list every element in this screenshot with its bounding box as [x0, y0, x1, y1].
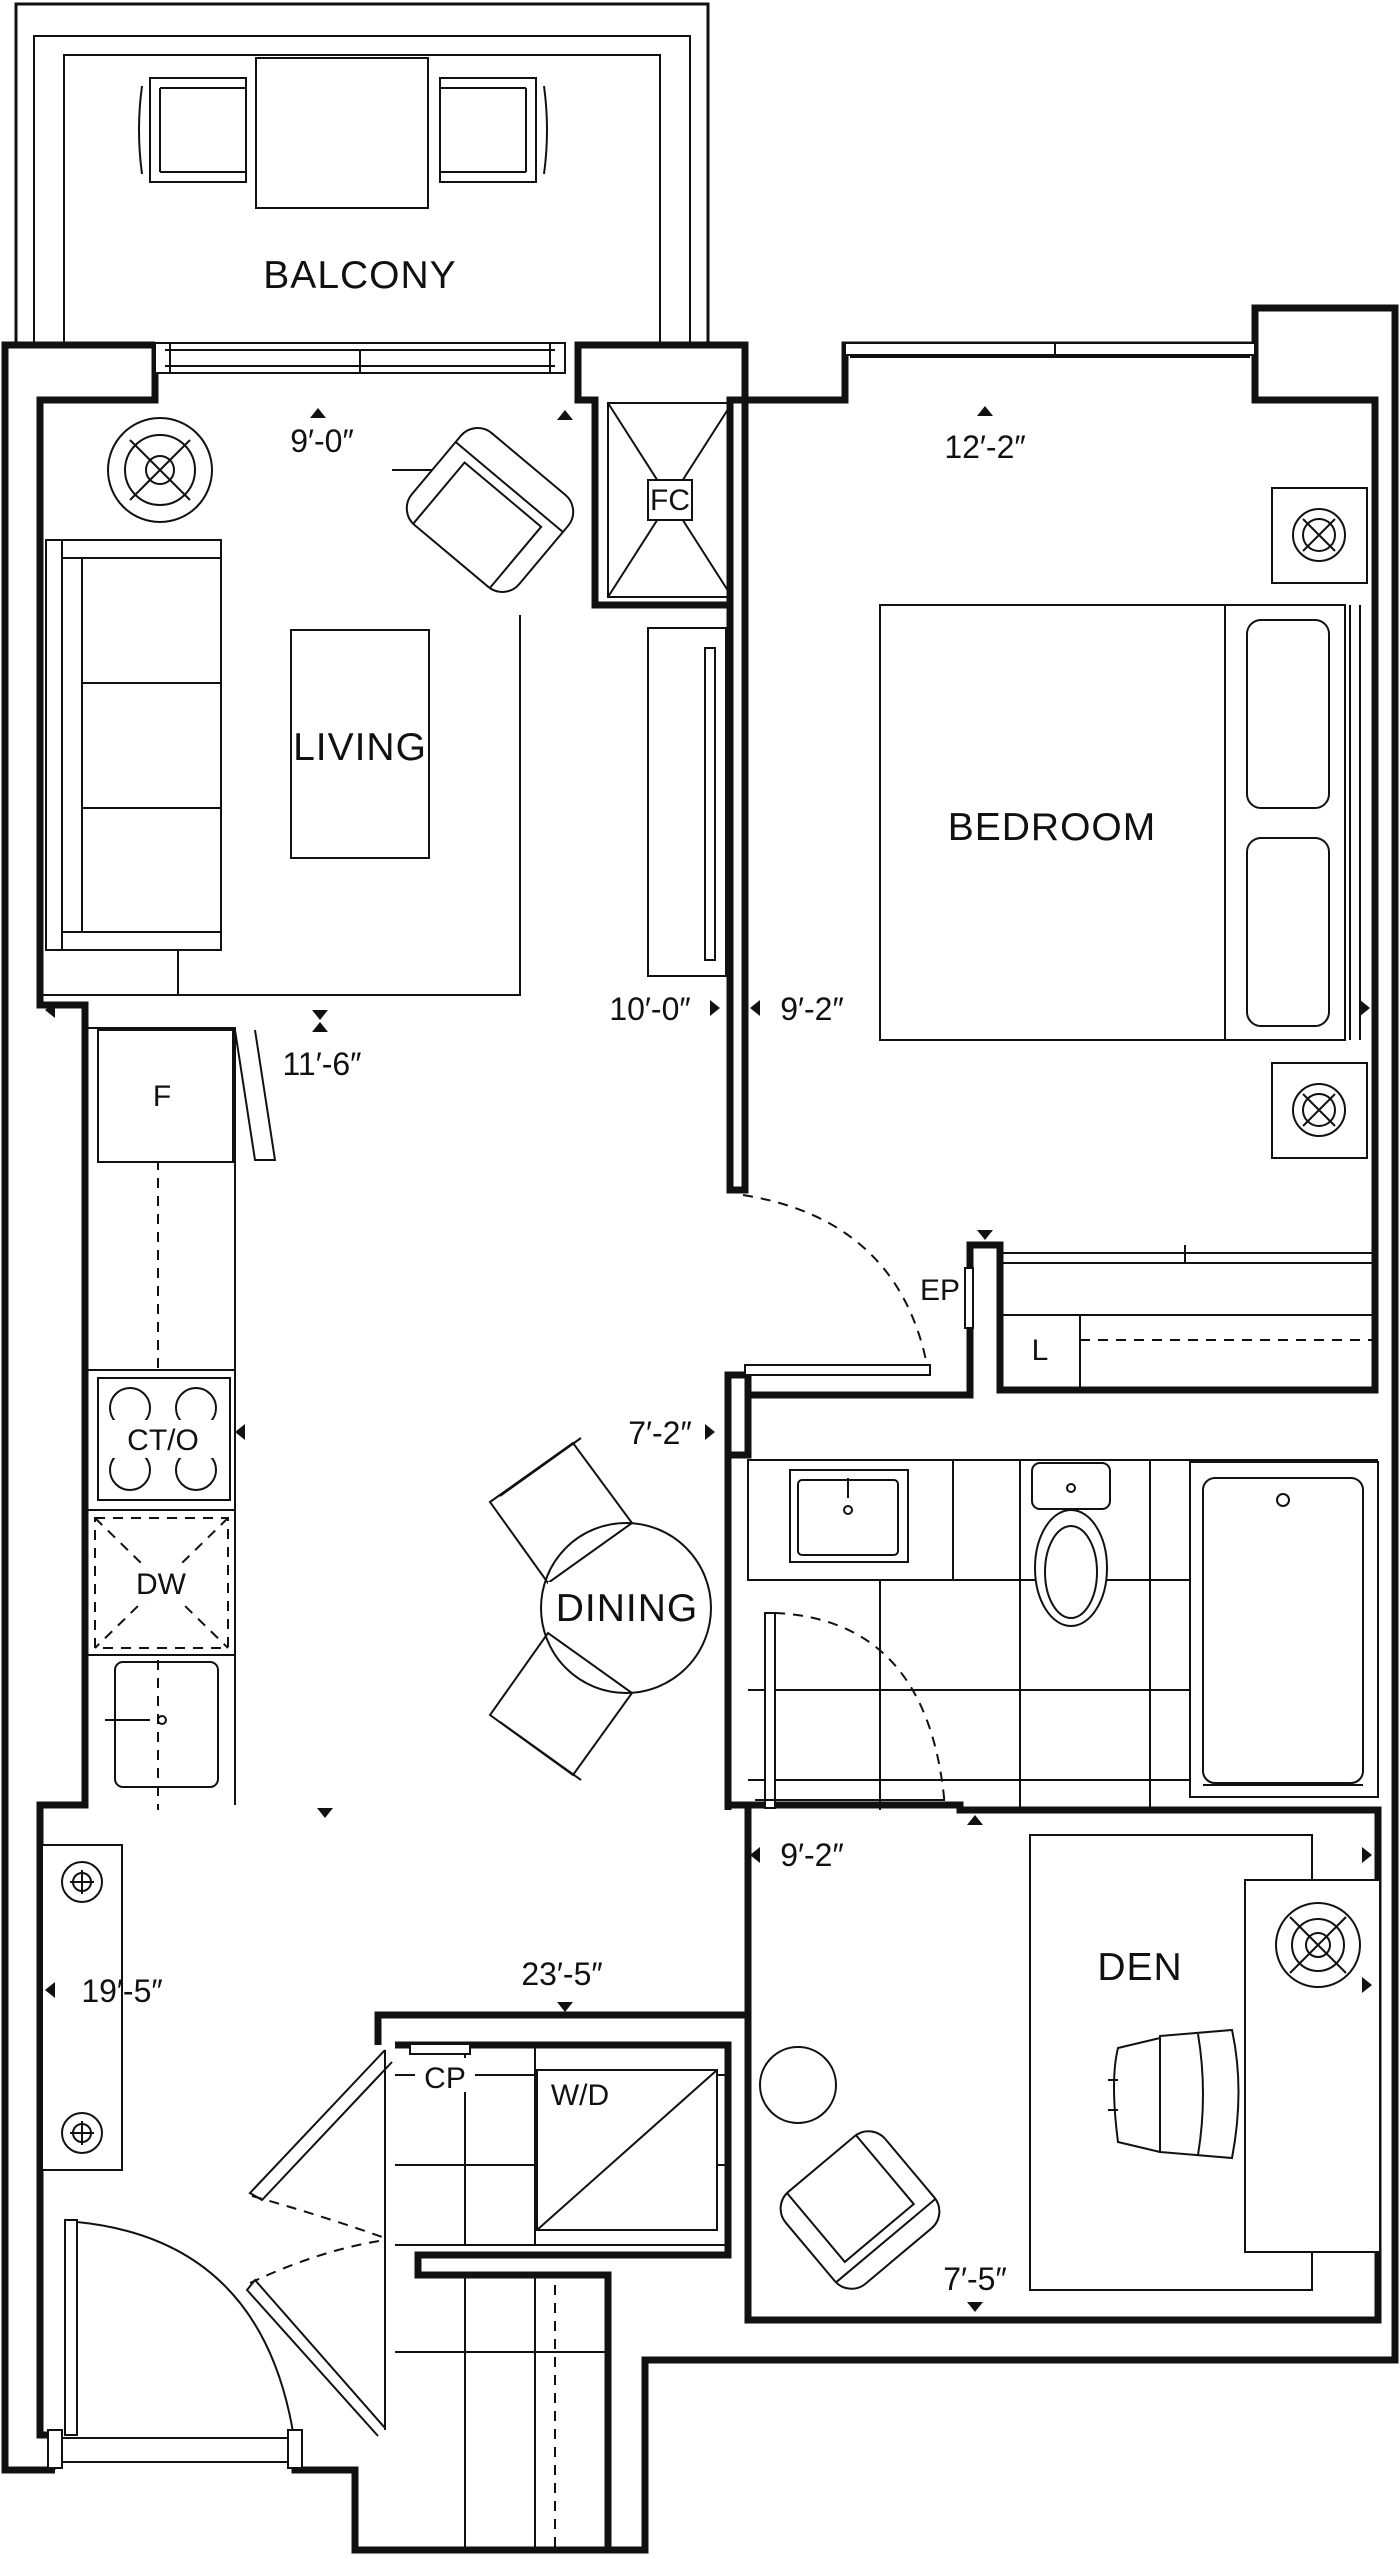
sofa [45, 539, 222, 951]
kitchen-counter: F CT/O DW [85, 1027, 277, 1810]
fridge: F [97, 1029, 277, 1163]
dim-bedroom-depth: 9′-2″ [780, 991, 844, 1027]
room-label-bedroom: BEDROOM [948, 806, 1157, 849]
desk-chair [1108, 2028, 1240, 2160]
dining-chair-top [488, 1437, 634, 1585]
entry-shelf [41, 1844, 123, 2171]
fixture-label-dw: DW [136, 1568, 187, 1601]
balcony-chair-left [138, 77, 247, 183]
nightstand-bottom [1271, 1062, 1368, 1159]
dim-dining: 7′-2″ [628, 1415, 692, 1451]
closet-doors [245, 2049, 393, 2437]
dimension-markers [45, 406, 1372, 2312]
vanity [747, 1459, 954, 1581]
nightstand-top [1271, 487, 1368, 584]
room-label-living: LIVING [293, 726, 427, 769]
fc-closet: FC [607, 402, 733, 598]
dining-area: DINING [488, 1437, 712, 1781]
closet-ep: EP [920, 1241, 1004, 1390]
fixture-label-wd: W/D [551, 2079, 609, 2112]
living-armchair [405, 427, 575, 593]
media-unit [647, 627, 727, 977]
floor-lamp [107, 417, 213, 523]
kitchen-sink [105, 1661, 219, 1788]
dim-den: 7′-5″ [943, 2261, 1007, 2297]
fixture-label-l: L [1032, 1334, 1049, 1367]
dining-chair-bottom [488, 1631, 634, 1781]
toilet [1031, 1462, 1111, 1627]
bathroom-door [755, 1612, 946, 1809]
dim-living-depth: 11′-6″ [283, 1046, 362, 1082]
fixture-label-fc: FC [650, 484, 690, 517]
balcony-table [255, 57, 429, 209]
bathroom [724, 1392, 1379, 1810]
room-label-dining: DINING [556, 1587, 699, 1630]
dim-living-width: 9′-0″ [290, 423, 354, 459]
bedroom-closet: L [1000, 1245, 1375, 1390]
coffee-table [290, 629, 430, 859]
laundry-closet: W/D CP [374, 2011, 752, 2552]
living-area: LIVING [40, 417, 727, 996]
fixture-label-cto: CT/O [127, 1424, 199, 1457]
den-area: DEN [759, 1834, 1381, 2291]
cooktop: CT/O [97, 1377, 231, 1501]
bed [879, 604, 1361, 1041]
den-desk [1244, 1879, 1381, 2253]
bedroom-area: BEDROOM EP L [726, 396, 1375, 1390]
fixture-label-ep: EP [920, 1274, 960, 1307]
room-label-balcony: BALCONY [263, 254, 456, 297]
dimension-labels: 9′-0″ 12′-2″ 11′-6″ 10′-0″ 9′-2″ 7′-2″ 9… [81, 423, 1025, 2297]
dim-living-right: 10′-0″ [609, 991, 690, 1027]
dim-overall-width: 23′-5″ [521, 1956, 602, 1992]
room-label-den: DEN [1097, 1946, 1182, 1989]
balcony-chair-right [439, 77, 548, 183]
bedroom-door [742, 1194, 931, 1376]
bathtub [1189, 1461, 1379, 1798]
entry-door [47, 2219, 303, 2469]
windows [154, 342, 1256, 374]
dishwasher: DW [94, 1517, 229, 1649]
fixture-label-f: F [153, 1080, 171, 1113]
den-armchair [779, 2130, 941, 2290]
fixture-label-cp: CP [424, 2062, 466, 2095]
side-table [759, 2046, 837, 2124]
dim-bath: 9′-2″ [780, 1837, 844, 1873]
den-lamp [1275, 1902, 1361, 1988]
balcony-area: BALCONY [14, 2, 710, 342]
dim-overall-depth: 19′-5″ [81, 1973, 162, 2009]
dim-bedroom-width: 12′-2″ [944, 429, 1025, 465]
